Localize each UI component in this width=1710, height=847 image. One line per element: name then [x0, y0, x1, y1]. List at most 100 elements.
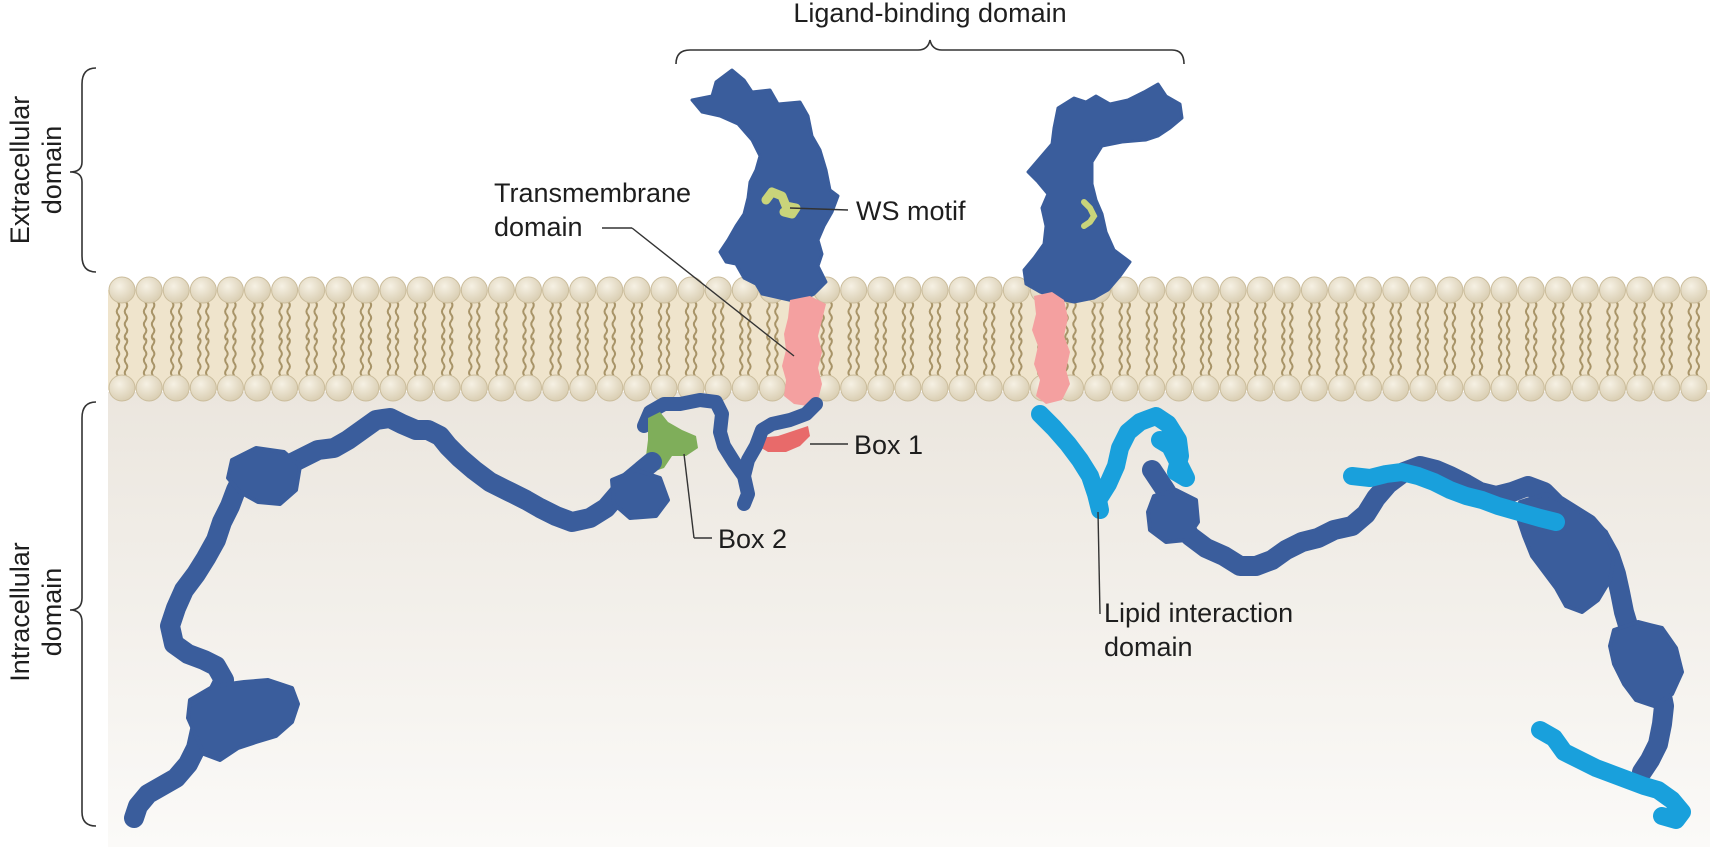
lipid-head — [1653, 276, 1681, 304]
lipid-tail — [305, 301, 310, 341]
labels: Ligand-binding domain Transmembrane doma… — [5, 0, 1293, 682]
lipid-tail — [1397, 301, 1402, 341]
lipid-tail — [1497, 301, 1503, 341]
lipid-head — [1084, 374, 1112, 402]
lipid-head — [1273, 276, 1301, 304]
lipid-head — [1626, 276, 1654, 304]
lipid-tail — [440, 301, 446, 341]
lipid-tail — [684, 301, 690, 341]
lipid-tail — [278, 337, 283, 377]
lipid-tail — [847, 337, 852, 377]
lipid-head — [1192, 276, 1220, 304]
lipid-tail — [386, 337, 392, 377]
lipid-tail — [150, 337, 156, 377]
lipid-tail — [1207, 301, 1213, 341]
extracellular-label-line2: domain — [37, 126, 67, 215]
lipid-head — [867, 374, 895, 402]
lipid-tail — [413, 337, 419, 377]
lipid-tail — [1443, 301, 1449, 341]
lipid-tail — [584, 337, 589, 377]
lipid-tail — [440, 337, 446, 377]
lipid-tail — [684, 337, 690, 377]
lipid-tail — [313, 337, 318, 377]
lipid-tail — [1470, 337, 1476, 377]
lipid-head — [1165, 276, 1193, 304]
lipid-head — [1463, 276, 1491, 304]
lipid-tail — [1072, 337, 1077, 377]
lipid-tail — [630, 337, 636, 377]
lipid-tail — [1668, 337, 1673, 377]
lipid-tail — [1226, 337, 1232, 377]
lipid-head — [1246, 374, 1274, 402]
lipid-tail — [711, 301, 717, 341]
lipid-tail — [603, 301, 609, 341]
lipid-tail — [1289, 337, 1294, 377]
lipid-tail — [1343, 301, 1348, 341]
lipid-head — [1300, 276, 1328, 304]
lipid-tail — [909, 301, 915, 341]
lipid-tail — [576, 301, 581, 341]
lipid-tail — [1532, 337, 1538, 377]
lipid-tail — [1010, 301, 1015, 341]
lipid-tail — [476, 301, 481, 341]
box1-label: Box 1 — [854, 430, 923, 460]
intracellular-label-line2: domain — [37, 568, 67, 657]
lipid-tail — [359, 337, 365, 377]
lipid-head — [1517, 374, 1545, 402]
lipid-tail — [1560, 337, 1565, 377]
lipid-head — [1192, 374, 1220, 402]
lipid-tail — [955, 337, 961, 377]
lipid-tail — [1018, 301, 1023, 341]
lipid-tail — [1261, 337, 1267, 377]
lipid-tail — [503, 337, 508, 377]
lipid-tail — [259, 301, 264, 341]
lipid-tail — [1614, 301, 1619, 341]
lipid-tail — [1316, 337, 1321, 377]
lipid-tail — [1362, 301, 1367, 341]
leader-lines — [602, 207, 1101, 615]
membrane-band — [108, 290, 1710, 390]
lipid-tail — [251, 301, 256, 341]
lipid-tail — [1308, 301, 1313, 341]
lipid-tail — [1010, 337, 1015, 377]
lipid-tail — [719, 301, 725, 341]
extracellular-brace — [69, 67, 97, 273]
lipid-head — [515, 276, 542, 304]
lipid-tail — [1343, 337, 1348, 377]
lipid-head — [1355, 374, 1383, 402]
lipid-tail — [1335, 301, 1340, 341]
lipid-tail — [386, 301, 392, 341]
lipid-tail — [413, 301, 419, 341]
lipid-head — [487, 374, 515, 402]
lipid-label-line1: Lipid interaction — [1104, 598, 1293, 628]
lipid-tail — [177, 301, 183, 341]
lipid-tail — [1524, 337, 1530, 377]
lipid-tail — [1478, 301, 1484, 341]
lipid-tail — [1362, 337, 1367, 377]
lipid-tail — [123, 337, 129, 377]
lipid-tail — [963, 301, 969, 341]
lipid-tail — [1524, 301, 1530, 341]
lipid-tail — [1660, 337, 1665, 377]
lipid-tail — [1126, 337, 1131, 377]
lipid-tail — [1587, 337, 1592, 377]
lipid-tail — [1668, 301, 1673, 341]
box2-label: Box 2 — [718, 524, 787, 554]
braces — [69, 39, 1185, 827]
lipid-tail — [584, 301, 589, 341]
lipid-tail — [557, 337, 562, 377]
lipid-tail — [1443, 337, 1449, 377]
lipid-tail — [1416, 301, 1422, 341]
lipid-tail — [1172, 301, 1178, 341]
lipid-tail — [123, 301, 129, 341]
lipid-head — [135, 276, 163, 304]
lipid-head — [189, 374, 217, 402]
lipid-tail — [1606, 301, 1611, 341]
lipid-tail — [177, 337, 183, 377]
ws-motif-label: WS motif — [856, 196, 966, 226]
lipid-tail — [1389, 301, 1394, 341]
lipid-head — [460, 374, 488, 402]
lipid-head — [433, 374, 461, 402]
lipid-tail — [576, 337, 581, 377]
lipid-tail — [719, 337, 725, 377]
